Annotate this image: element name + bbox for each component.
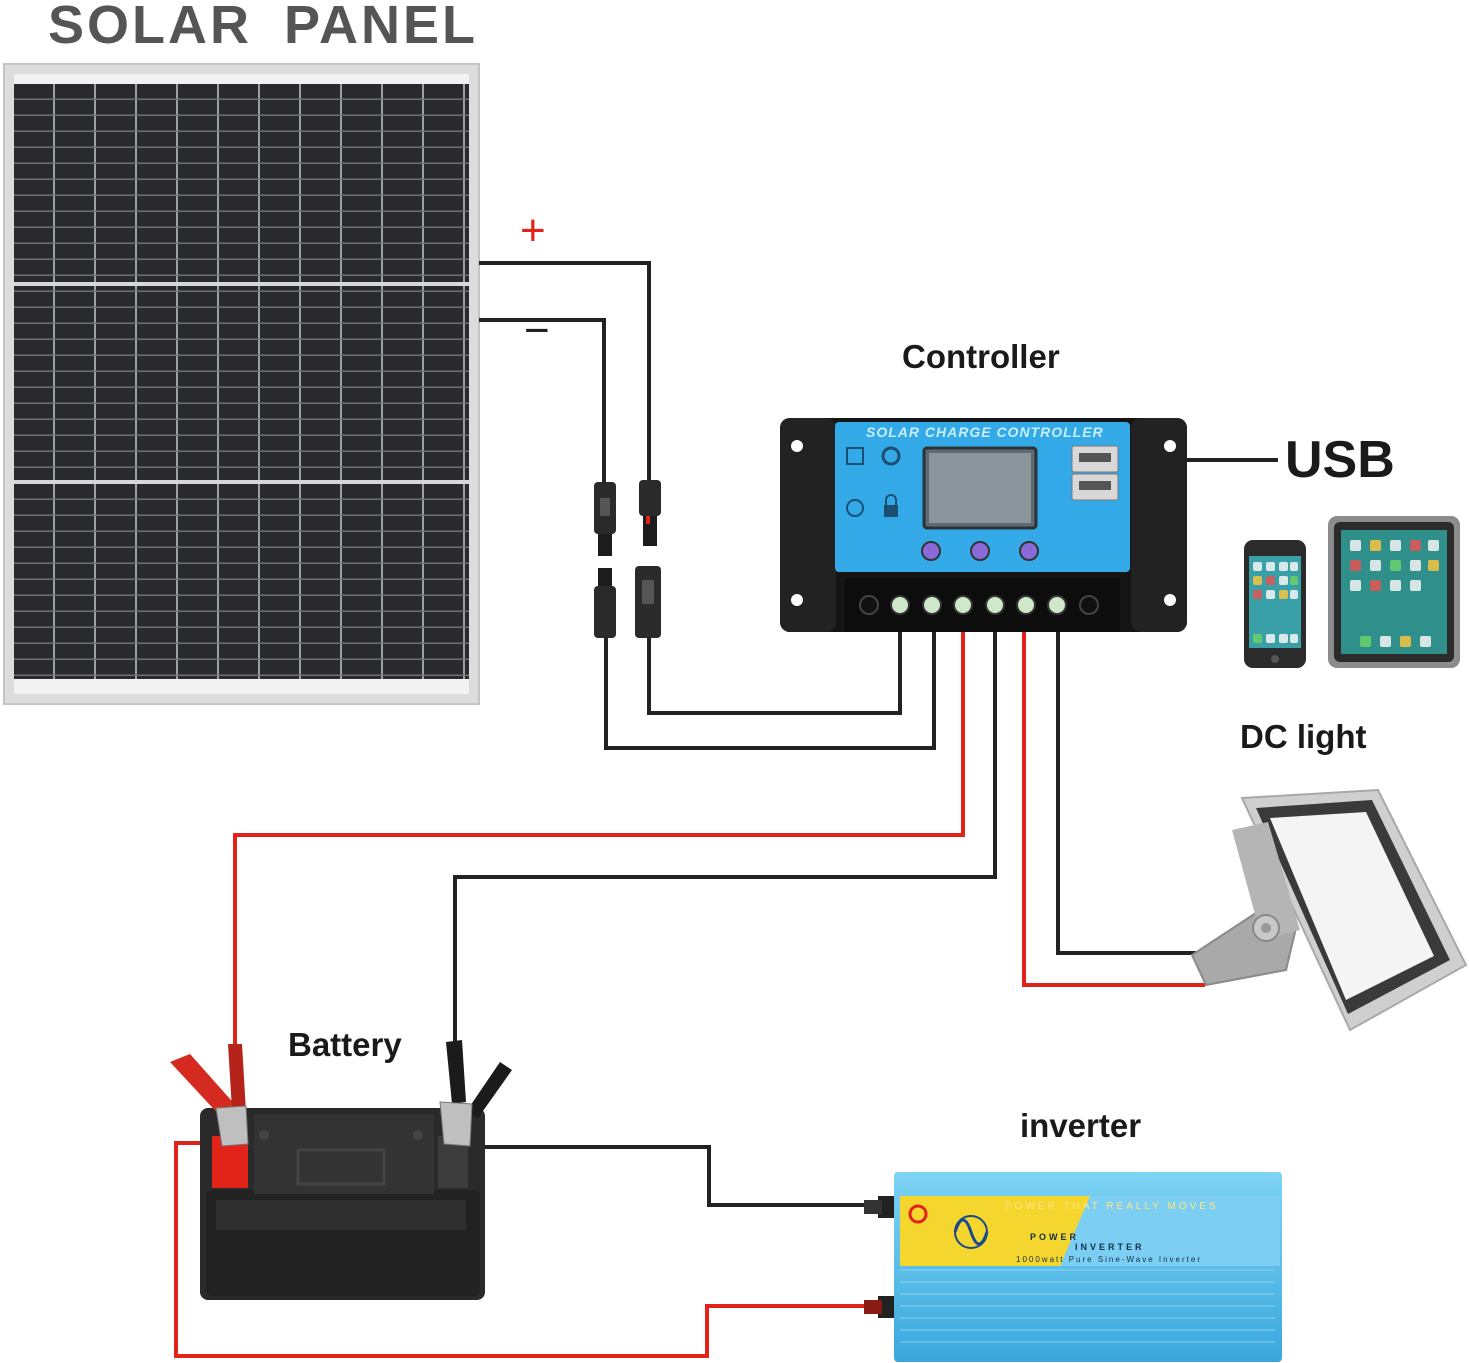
mc4-negative-to-controller bbox=[604, 628, 936, 750]
mc4-connectors bbox=[594, 480, 661, 638]
mc4-connector-positive-lower bbox=[635, 566, 661, 638]
battery-label: Battery bbox=[288, 1026, 402, 1063]
inverter-brand-line1: POWER bbox=[1030, 1232, 1080, 1242]
panel-negative-wire bbox=[479, 318, 606, 485]
mounting-hole-icon bbox=[791, 440, 803, 452]
power-inverter bbox=[864, 1172, 1282, 1362]
solar-panel bbox=[3, 63, 480, 705]
mc4-positive-to-controller bbox=[647, 628, 902, 715]
battery-inverter-negative-wire bbox=[470, 1145, 882, 1207]
charge-controller bbox=[780, 418, 1187, 632]
dc-light-label: DC light bbox=[1240, 718, 1367, 755]
phone-device bbox=[1244, 540, 1306, 668]
mounting-hole-icon bbox=[1164, 440, 1176, 452]
inverter-rating: 1000watt Pure Sine-Wave Inverter bbox=[1016, 1255, 1202, 1264]
controller-device-title: SOLAR CHARGE CONTROLLER bbox=[866, 424, 1104, 440]
controller-label: Controller bbox=[902, 338, 1060, 375]
lock-icon bbox=[884, 505, 898, 517]
battery-inverter-wires bbox=[174, 1141, 882, 1358]
status-icons bbox=[846, 446, 901, 517]
inverter-switch bbox=[908, 1204, 928, 1224]
controller-light-positive-wire bbox=[1022, 630, 1205, 987]
mounting-hole-icon bbox=[1164, 594, 1176, 606]
mounting-hole-icon bbox=[791, 594, 803, 606]
inverter-slogan: POWER THAT REALLY MOVES bbox=[1005, 1201, 1219, 1212]
controller-input-wires bbox=[604, 628, 936, 750]
positive-symbol: + bbox=[520, 206, 546, 255]
panel-positive-wire bbox=[479, 261, 651, 485]
panel-wires bbox=[479, 261, 651, 485]
mc4-connector-negative-lower bbox=[594, 568, 616, 638]
menu-button bbox=[921, 541, 941, 561]
usb-ports bbox=[1071, 445, 1119, 501]
red-alligator-clip bbox=[170, 1044, 249, 1147]
inverter-brand-line2: INVERTER bbox=[1075, 1242, 1145, 1252]
mc4-connector-negative-upper bbox=[594, 482, 616, 556]
gear-icon bbox=[881, 446, 901, 466]
controller-battery-positive-wire bbox=[233, 630, 965, 1060]
negative-symbol: − bbox=[524, 306, 550, 355]
terminal-screws bbox=[859, 595, 1099, 615]
inverter-label: inverter bbox=[1020, 1107, 1142, 1144]
terminal-block bbox=[845, 578, 1120, 632]
sine-wave-icon bbox=[953, 1218, 989, 1246]
mc4-connector-positive-upper bbox=[639, 480, 661, 546]
black-alligator-clip bbox=[439, 1040, 512, 1147]
solar-panel-title: SOLAR PANEL bbox=[48, 0, 479, 55]
mcu-icon bbox=[846, 447, 864, 465]
dc-floodlight bbox=[1190, 788, 1468, 1032]
controller-light-negative-wire bbox=[1056, 630, 1200, 955]
tablet-device bbox=[1328, 516, 1460, 668]
usb-label: USB bbox=[1285, 431, 1395, 489]
select-button bbox=[970, 541, 990, 561]
battery-inverter-positive-wire bbox=[174, 1141, 880, 1358]
battery bbox=[200, 1108, 485, 1300]
controller-output-wires bbox=[233, 630, 1205, 1060]
clock-icon bbox=[846, 499, 864, 517]
adjust-button bbox=[1019, 541, 1039, 561]
controller-battery-negative-wire bbox=[453, 630, 997, 1060]
